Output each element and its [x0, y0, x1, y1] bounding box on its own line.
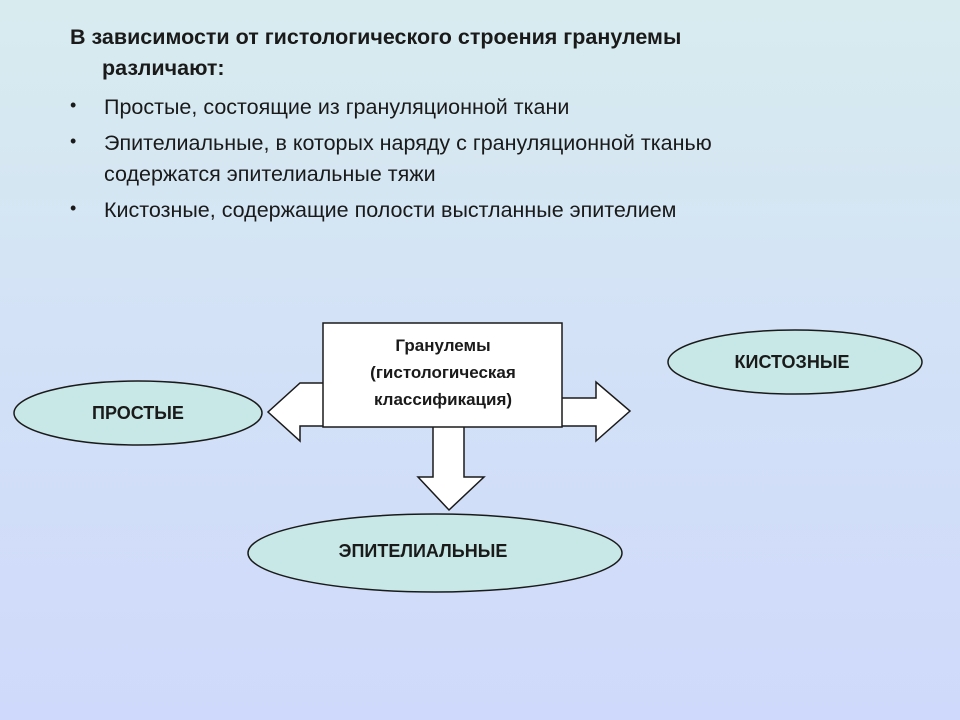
simple-node — [13, 380, 263, 446]
bullet-icon: • — [70, 198, 77, 218]
center-box — [322, 322, 563, 428]
center-subtitle-continued: классификация) — [374, 390, 512, 409]
center-title: Гранулемы — [395, 336, 490, 355]
right-arrow — [555, 380, 632, 443]
simple-node-label: ПРОСТЫЕ — [92, 403, 184, 423]
heading: В зависимости от гистологического строен… — [70, 22, 900, 84]
center-subtitle: (гистологическая — [370, 363, 516, 382]
epithelial-node — [247, 513, 623, 593]
bullet-text: Эпителиальные, в которых наряду с гранул… — [104, 131, 712, 155]
bullet-text: Кистозные, содержащие полости выстланные… — [104, 198, 677, 222]
heading-line-1: В зависимости от гистологического строен… — [70, 25, 682, 49]
text-block: В зависимости от гистологического строен… — [70, 22, 900, 231]
bullet-item: • Кистозные, содержащие полости выстланн… — [70, 195, 900, 226]
heading-line-2: различают: — [102, 56, 225, 80]
bullet-item: • Эпителиальные, в которых наряду с гран… — [70, 128, 900, 190]
bullet-item: • Простые, состоящие из грануляционной т… — [70, 92, 900, 123]
cystic-node — [667, 329, 923, 395]
cystic-node-label: КИСТОЗНЫЕ — [735, 352, 850, 372]
bullet-icon: • — [70, 131, 77, 151]
bullet-icon: • — [70, 95, 77, 115]
bullet-text-continued: содержатся эпителиальные тяжи — [104, 162, 436, 186]
down-arrow — [416, 423, 486, 512]
bullet-list: • Простые, состоящие из грануляционной т… — [70, 92, 900, 226]
bullet-text: Простые, состоящие из грануляционной тка… — [104, 95, 570, 119]
epithelial-node-label: ЭПИТЕЛИАЛЬНЫЕ — [339, 541, 508, 561]
left-arrow — [266, 382, 331, 443]
